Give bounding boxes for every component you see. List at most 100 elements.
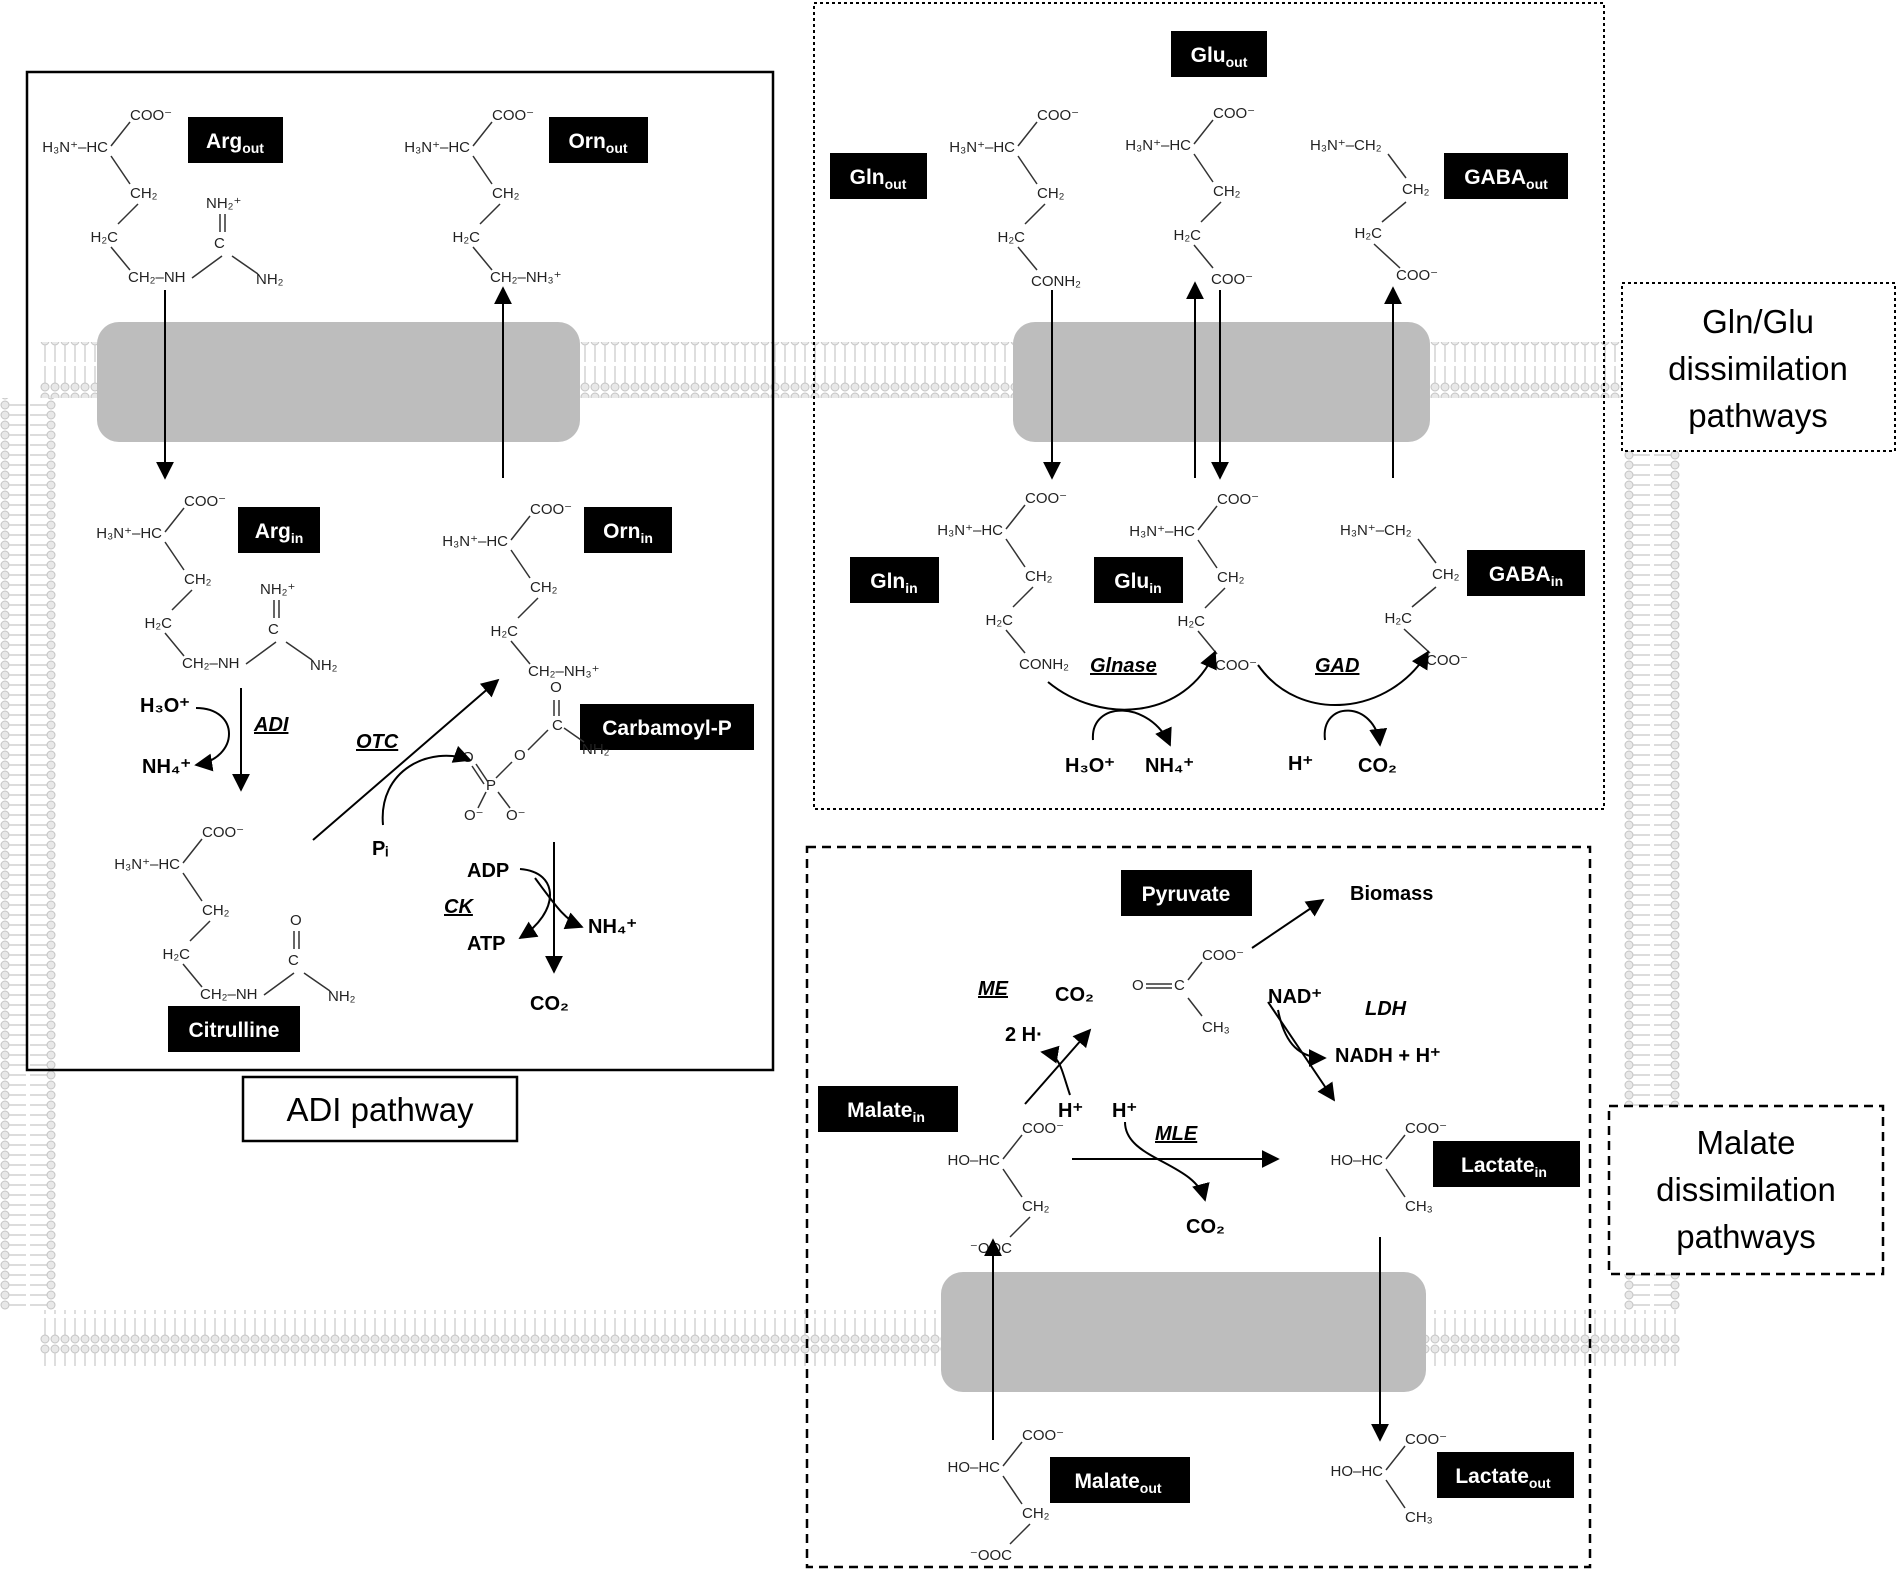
bond: [231, 255, 259, 275]
atom-label: ⁻OOC: [970, 1240, 1012, 1257]
atom-label: COO⁻: [1037, 107, 1079, 124]
atom-label: NH₂: [328, 988, 356, 1005]
atom-label: CH₂–NH₃⁺: [490, 269, 562, 286]
svg-text:Ornout: Ornout: [568, 130, 627, 156]
ldh-reaction: NAD⁺ LDH NADH + H⁺: [1267, 986, 1441, 1102]
bond: [117, 203, 139, 225]
svg-text:Glnase: Glnase: [1090, 655, 1157, 677]
glnase-reaction: Glnase H₃O⁺ NH₄⁺: [1047, 650, 1217, 777]
svg-text:Lactateout: Lactateout: [1455, 1465, 1551, 1491]
bond: [472, 246, 493, 271]
bond: [182, 838, 203, 864]
bond: [475, 763, 489, 783]
svg-text:CO₂: CO₂: [530, 993, 569, 1015]
svg-text:MLE: MLE: [1155, 1123, 1198, 1145]
label-glu-in: Gluin: [1094, 557, 1183, 603]
bond: [1017, 246, 1038, 271]
label-citrulline: Citrulline: [168, 1006, 300, 1052]
label-orn-in: Ornin: [584, 507, 672, 553]
bond: [1005, 504, 1026, 530]
svg-text:H⁺: H⁺: [1288, 753, 1313, 775]
atom-label: H₃N⁺–HC: [404, 139, 470, 156]
atom-label: COO⁻: [1426, 652, 1468, 669]
atom-label: COO⁻: [1022, 1427, 1064, 1444]
svg-text:NADH + H⁺: NADH + H⁺: [1335, 1045, 1441, 1067]
label-orn-out: Ornout: [549, 117, 648, 163]
label-lactate-in: Lactatein: [1433, 1141, 1580, 1187]
bond: [1002, 1134, 1023, 1160]
svg-text:Malateout: Malateout: [1074, 1470, 1161, 1496]
atom-label: CH₂: [1025, 568, 1053, 585]
svg-text:Biomass: Biomass: [1350, 883, 1433, 905]
atom-label: CH₂–NH: [128, 269, 186, 286]
bond: [510, 640, 531, 665]
bond: [477, 791, 487, 809]
atom-label: H₂C: [986, 612, 1014, 629]
bond: [1002, 1475, 1023, 1505]
atom-label: CH₃: [1202, 1019, 1230, 1036]
svg-text:NH₄⁺: NH₄⁺: [588, 916, 637, 938]
svg-text:pathways: pathways: [1676, 1218, 1815, 1255]
svg-text:Glnout: Glnout: [850, 166, 907, 192]
svg-text:Lactatein: Lactatein: [1461, 1154, 1547, 1180]
svg-text:ATP: ATP: [467, 933, 506, 955]
atom-label: H₂C: [1355, 225, 1383, 242]
atom-label: CH₂: [1213, 183, 1241, 200]
gln-glu-pathway-title: Gln/Glu dissimilation pathways: [1621, 282, 1896, 452]
atom-label: H₃N⁺–HC: [949, 139, 1015, 156]
atom-label: H₃N⁺–HC: [114, 856, 180, 873]
label-arg-out: Argout: [188, 117, 283, 163]
bond: [191, 255, 223, 279]
atom-label: CH₂: [1217, 569, 1245, 586]
atom-label: HO–HC: [947, 1152, 1000, 1169]
bond: [1385, 1168, 1406, 1198]
bond: [1005, 538, 1026, 568]
svg-text:NH₄⁺: NH₄⁺: [1145, 755, 1194, 777]
svg-text:Gluout: Gluout: [1191, 44, 1248, 70]
svg-text:dissimilation: dissimilation: [1656, 1171, 1836, 1208]
atom-label: NH₂⁺: [260, 581, 295, 598]
bond: [1009, 1216, 1031, 1238]
transporter-malate: [941, 1272, 1426, 1392]
atom-label: CH₂: [1022, 1505, 1050, 1522]
transporter-gln-glu: [1013, 322, 1430, 442]
atom-label: COO⁻: [1211, 271, 1253, 288]
adi-box: [25, 70, 775, 1072]
pyruvate-to-biomass: Biomass: [1251, 883, 1433, 949]
bond: [1197, 539, 1218, 569]
svg-text:H⁺: H⁺: [1058, 1100, 1083, 1122]
atom-label: H₂C: [1385, 610, 1413, 627]
svg-text:Pᵢ: Pᵢ: [372, 838, 388, 860]
svg-text:CO₂: CO₂: [1055, 984, 1094, 1006]
svg-text:Gluin: Gluin: [1114, 570, 1161, 596]
bond: [1187, 997, 1203, 1017]
atom-label: H₂C: [1174, 227, 1202, 244]
atom-label: CH₂–NH: [182, 655, 240, 672]
bond: [1193, 244, 1214, 269]
label-gln-in: Glnin: [850, 557, 939, 603]
atom-label: HO–HC: [1330, 1152, 1383, 1169]
bond: [527, 729, 549, 751]
bond: [110, 246, 131, 271]
atom-label: HO–HC: [947, 1459, 1000, 1476]
atom-label: C: [214, 235, 225, 252]
bond: [1387, 153, 1407, 179]
bond: [472, 121, 493, 147]
atom-label: H₂C: [998, 229, 1026, 246]
atom-label: COO⁻: [1405, 1431, 1447, 1448]
bond: [1009, 1523, 1031, 1545]
atom-label: H₂C: [91, 229, 119, 246]
atom-label: COO⁻: [492, 107, 534, 124]
bond: [182, 872, 203, 902]
gad-reaction: GAD H⁺ CO₂: [1257, 650, 1429, 777]
svg-text:Ornin: Ornin: [603, 520, 653, 546]
bond: [1381, 201, 1407, 223]
atom-label: H₃N⁺–HC: [442, 533, 508, 550]
atom-label: H₂C: [163, 946, 191, 963]
